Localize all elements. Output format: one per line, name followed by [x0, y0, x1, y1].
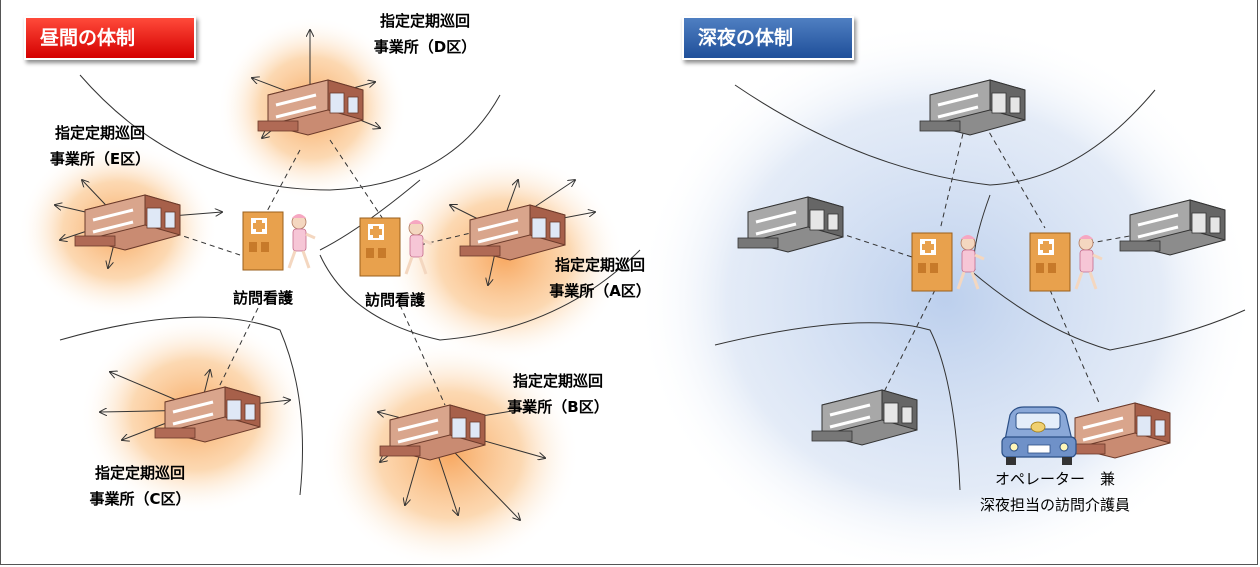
- office-label-line2: 事業所（C区）: [89, 490, 191, 508]
- office-label-line1: 指定定期巡回: [379, 12, 470, 30]
- office-label-line1: 指定定期巡回: [554, 256, 645, 274]
- office-label-a: 指定定期巡回 事業所（A区）: [530, 252, 670, 304]
- office-label-d: 指定定期巡回 事業所（D区）: [355, 8, 495, 60]
- office-label-c: 指定定期巡回 事業所（C区）: [70, 460, 210, 512]
- night-boundaries: [714, 84, 1246, 491]
- office-label-line2: 事業所（B区）: [507, 398, 609, 416]
- office-label-line1: 指定定期巡回: [94, 464, 185, 482]
- office-label-line2: 事業所（D区）: [373, 38, 477, 56]
- nursing-label: 訪問看護: [364, 291, 425, 309]
- office-label-line2: 事業所（E区）: [49, 150, 151, 168]
- car-icon: [1001, 406, 1077, 465]
- night-shift-title: 深夜の体制: [682, 16, 854, 60]
- day-boundaries: [59, 74, 641, 496]
- office-label-line1: 指定定期巡回: [54, 124, 145, 142]
- office-label-line1: 指定定期巡回: [512, 372, 603, 390]
- office-label-b: 指定定期巡回 事業所（B区）: [488, 368, 628, 420]
- operator-label-line1: オペレーター 兼: [994, 470, 1115, 488]
- nursing-label: 訪問看護: [232, 289, 293, 307]
- office-label-line2: 事業所（A区）: [549, 282, 651, 300]
- clinic-icon: [241, 210, 317, 272]
- operator-label-line2: 深夜担当の訪問介護員: [979, 496, 1130, 514]
- operator-label: オペレーター 兼 深夜担当の訪問介護員: [955, 466, 1155, 518]
- day-shift-title: 昼間の体制: [24, 16, 196, 60]
- office-label-e: 指定定期巡回 事業所（E区）: [30, 120, 170, 172]
